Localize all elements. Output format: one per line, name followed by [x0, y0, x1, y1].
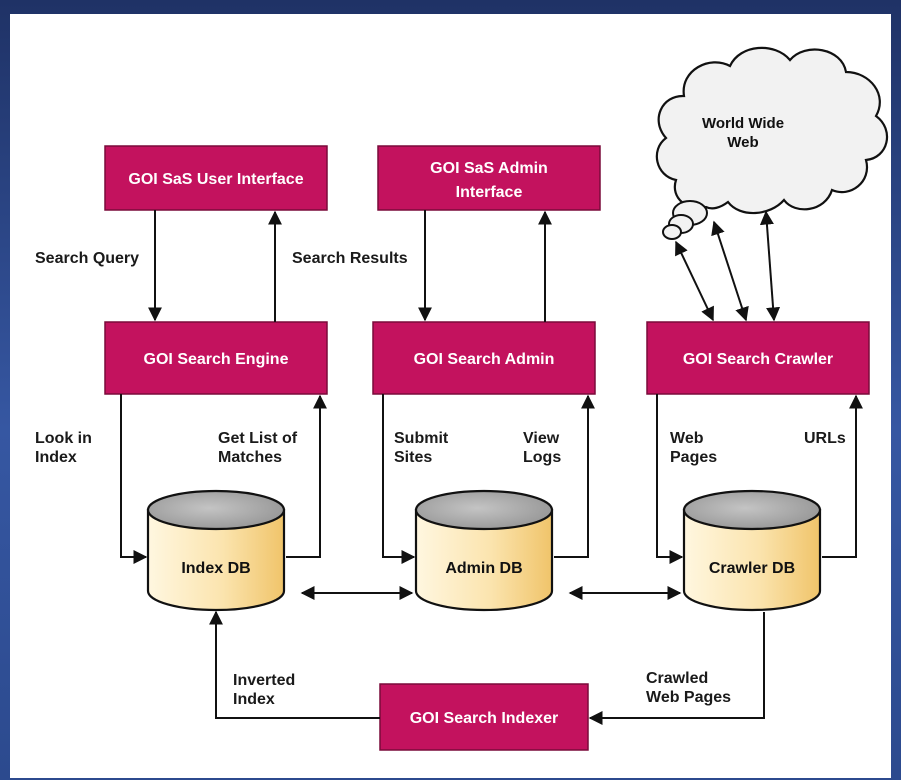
box-search-indexer-label: GOI Search Indexer: [410, 710, 559, 727]
label-search-query: Search Query: [35, 250, 139, 267]
box-admin-interface: GOI SaS Admin Interface: [377, 145, 601, 211]
arrow-get-list-of-matches: [286, 394, 327, 558]
box-search-crawler: GOI Search Crawler: [646, 321, 870, 395]
db-crawler: Crawler DB: [682, 489, 822, 612]
label-urls: URLs: [804, 430, 846, 447]
arrow-inverted-index: [209, 610, 380, 719]
cloud-shape: [655, 46, 888, 215]
arrows: [120, 210, 863, 725]
db-crawler-label: Crawler DB: [709, 560, 795, 577]
label-inverted-index-line2: Index: [233, 691, 275, 708]
cloud-world-wide-web: World Wide Web: [655, 46, 888, 240]
arrow-urls: [822, 394, 863, 558]
arrow-submit-sites: [382, 394, 416, 564]
box-search-admin: GOI Search Admin: [372, 321, 596, 395]
db-index: Index DB: [146, 489, 286, 612]
arrow-look-in-index: [120, 394, 148, 564]
box-search-crawler-label: GOI Search Crawler: [683, 351, 833, 368]
label-submit-sites-line2: Sites: [394, 449, 432, 466]
arrow-web-pages: [656, 394, 684, 564]
arrow-crawled-web-pages: [588, 612, 765, 725]
box-search-engine-label: GOI Search Engine: [144, 351, 289, 368]
label-get-list-line1: Get List of: [218, 430, 298, 447]
cloud-label-line1: World Wide: [702, 115, 784, 132]
label-crawled-web-pages-line2: Web Pages: [646, 689, 731, 706]
box-admin-interface-label-line2: Interface: [456, 184, 523, 201]
label-view-logs-line1: View: [523, 430, 560, 447]
arrow-view-logs: [554, 394, 595, 558]
arrow-web-3: [759, 210, 781, 322]
box-search-indexer: GOI Search Indexer: [379, 683, 589, 751]
box-admin-interface-label-line1: GOI SaS Admin: [430, 160, 548, 177]
label-get-list-line2: Matches: [218, 449, 282, 466]
db-index-label: Index DB: [181, 560, 250, 577]
label-inverted-index-line1: Inverted: [233, 672, 295, 689]
box-search-engine: GOI Search Engine: [104, 321, 328, 395]
cloud-label-line2: Web: [727, 134, 758, 151]
box-user-interface: GOI SaS User Interface: [104, 145, 328, 211]
thought-bubble-small: [662, 224, 682, 240]
label-view-logs-line2: Logs: [523, 449, 561, 466]
box-search-admin-label: GOI Search Admin: [414, 351, 555, 368]
db-admin-label: Admin DB: [445, 560, 522, 577]
arrow-web-1: [675, 240, 714, 322]
label-crawled-web-pages-line1: Crawled: [646, 670, 708, 687]
label-submit-sites-line1: Submit: [394, 430, 449, 447]
label-search-results: Search Results: [292, 250, 408, 267]
label-web-pages-line2: Pages: [670, 449, 717, 466]
arrow-web-2: [711, 220, 749, 322]
db-admin: Admin DB: [414, 489, 554, 612]
label-look-in-index-line1: Look in: [35, 430, 92, 447]
label-web-pages-line1: Web: [670, 430, 704, 447]
label-look-in-index-line2: Index: [35, 449, 77, 466]
box-user-interface-label: GOI SaS User Interface: [128, 171, 303, 188]
